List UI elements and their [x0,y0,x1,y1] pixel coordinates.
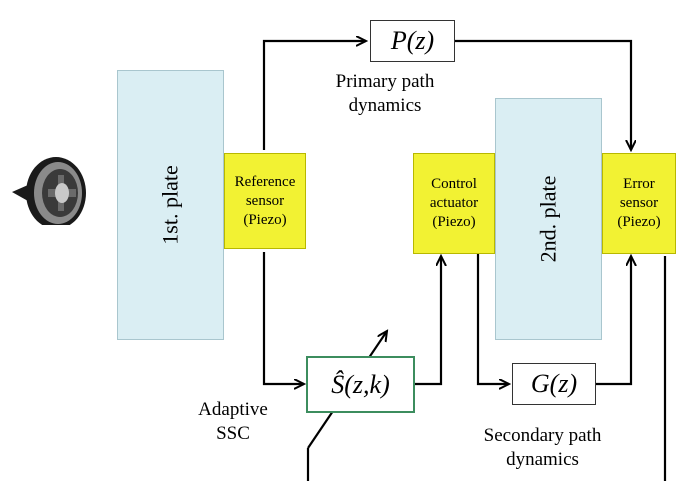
path-adaptive-to-actuator [415,256,441,386]
path-reference-to-adaptive [262,252,304,384]
second-plate-label: 2nd. plate [535,175,561,263]
primary-path-transfer-function: P(z) [370,20,455,62]
adaptive-filter-transfer-function: Ŝ(z,k) [306,356,415,413]
secondary-path-label: Secondary path dynamics [483,425,602,470]
first-plate-label: 1st. plate [157,165,183,245]
reference-sensor: Reference sensor (Piezo) [224,153,306,249]
control-actuator: Control actuator (Piezo) [413,153,495,254]
error-sensor: Error sensor (Piezo) [602,153,676,254]
path-primary-to-error [455,39,631,150]
adaptive-ssc-label: Adaptive SSC [198,399,268,444]
second-plate: 2nd. plate [495,98,602,340]
path-secondary-to-error [596,256,631,386]
first-plate: 1st. plate [117,70,224,340]
secondary-path-transfer-function: G(z) [512,363,596,405]
speaker-icon [12,157,86,225]
path-actuator-to-secondary [476,252,509,384]
primary-path-label: Primary path dynamics [335,71,435,116]
path-reference-to-primary [262,41,366,150]
